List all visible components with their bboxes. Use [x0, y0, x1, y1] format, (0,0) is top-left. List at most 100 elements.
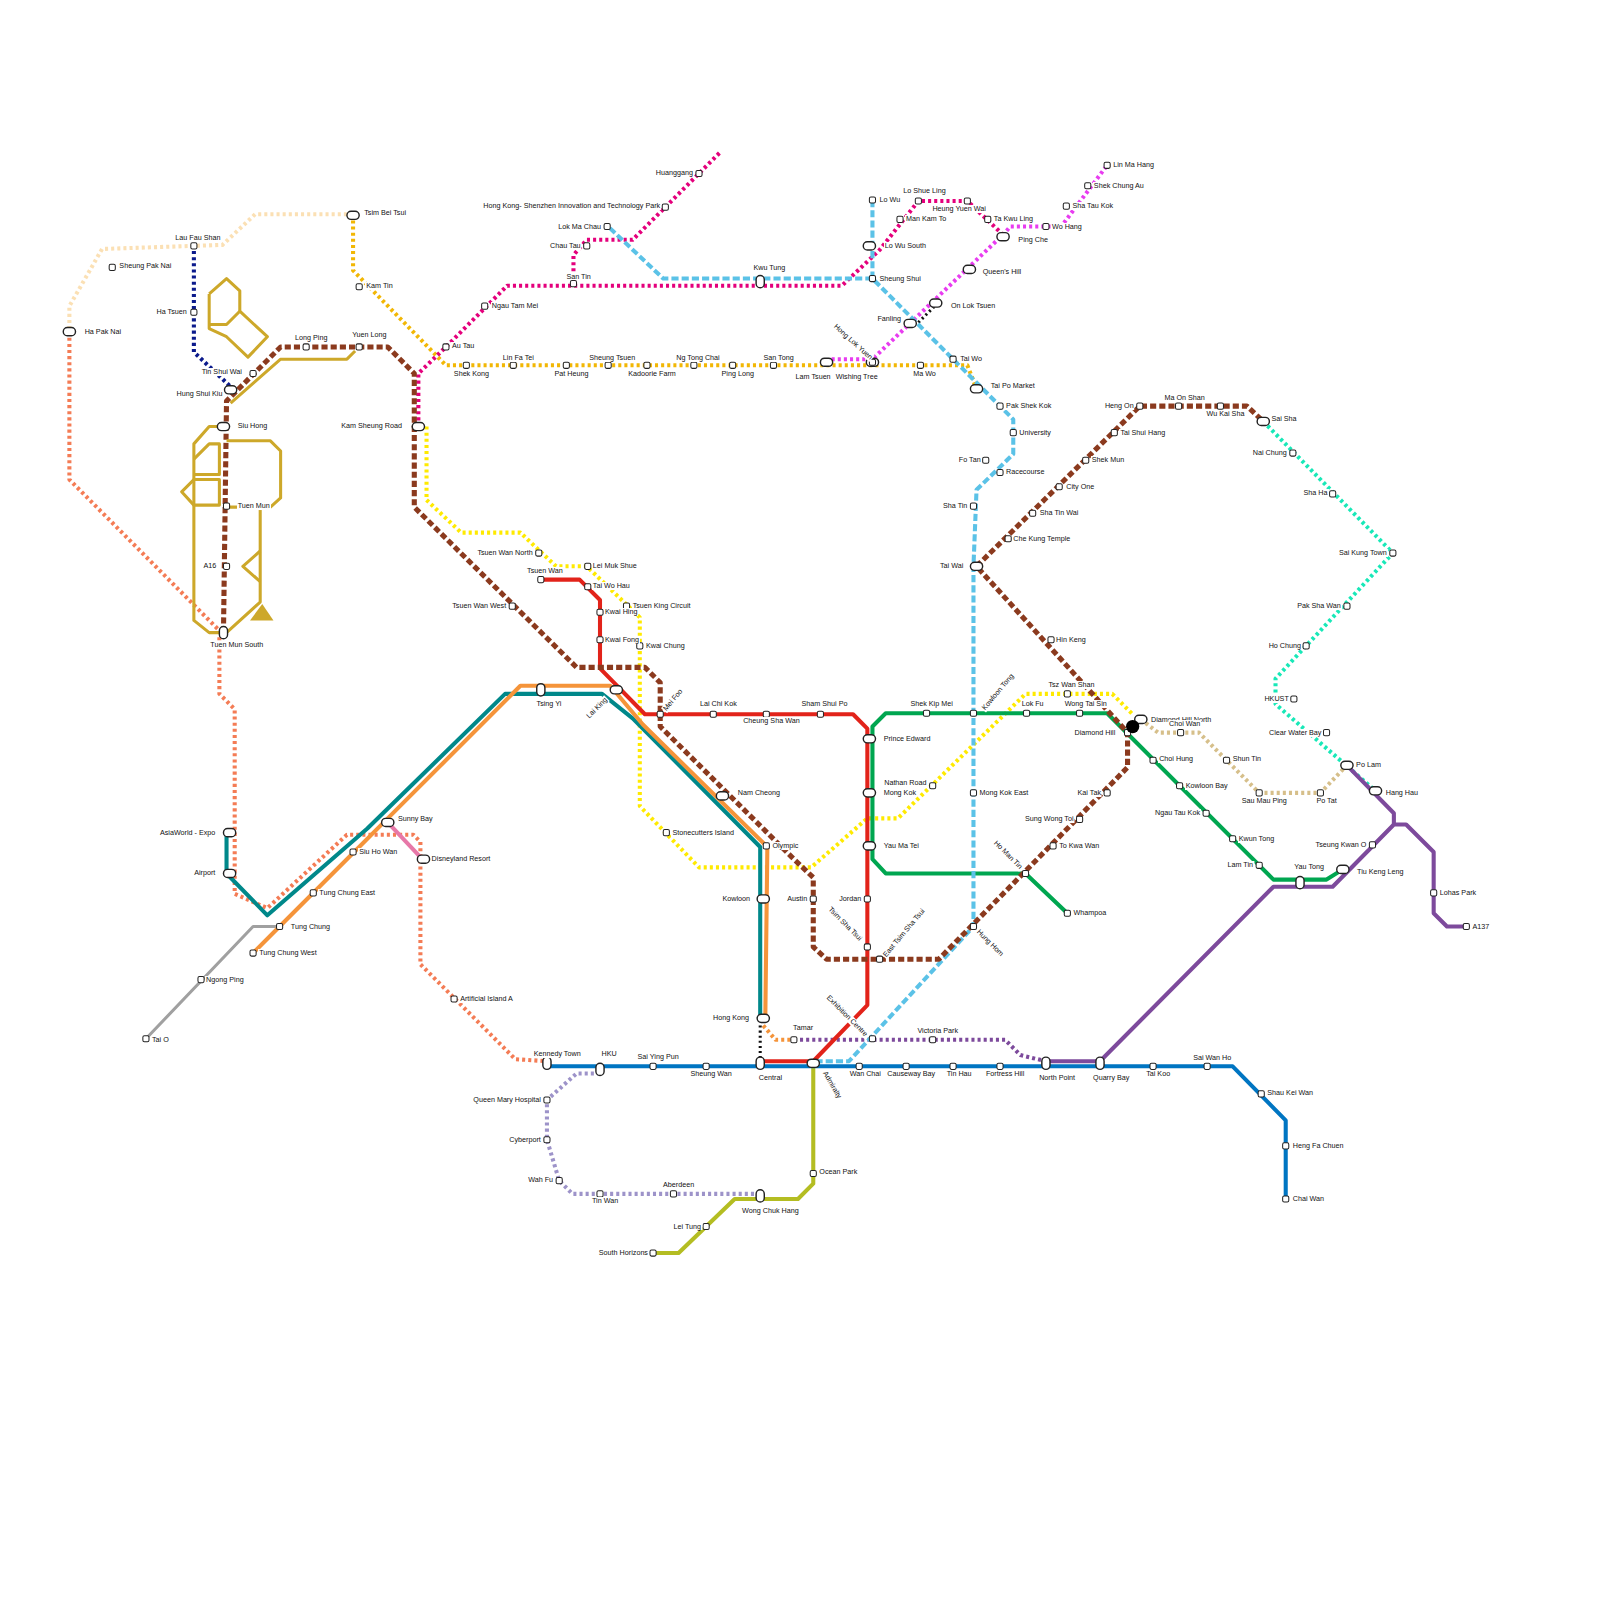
station-name: Ha Pak Nai — [84, 328, 122, 336]
station-name: Kowloon Bay — [1185, 782, 1229, 790]
station-name: Shek Kip Mei — [909, 700, 953, 708]
station-name: Olympic — [771, 842, 799, 850]
station-marker — [983, 457, 989, 463]
station-name: Lam Tsuen — [795, 373, 832, 381]
station-marker — [1390, 550, 1396, 556]
station-name: Tuen Mun — [237, 502, 271, 510]
station-marker — [970, 710, 976, 716]
station-name: Po Tat — [1315, 797, 1337, 805]
station-marker — [350, 849, 356, 855]
station-marker — [563, 362, 569, 368]
station-marker — [544, 1137, 550, 1143]
metro-line — [541, 580, 868, 1062]
station-name: Kwai Chung — [645, 642, 686, 650]
station-marker — [756, 276, 764, 288]
station-name: Au Tau — [451, 342, 475, 350]
station-marker — [917, 362, 923, 368]
metro-line — [209, 311, 240, 324]
station-name: City One — [1065, 483, 1095, 491]
station-name: Ngau Tau Kok — [1154, 809, 1201, 817]
station-marker — [356, 344, 362, 350]
station-name: Stonecutters Island — [671, 829, 735, 837]
station-name: Nai Chung — [1252, 449, 1288, 457]
station-marker — [1256, 862, 1262, 868]
metro-line — [918, 306, 934, 322]
station-marker — [463, 362, 469, 368]
station-marker — [604, 223, 610, 229]
station-marker — [1258, 1091, 1264, 1097]
station-marker — [417, 855, 429, 863]
metro-line — [227, 694, 761, 1018]
station-marker — [191, 309, 197, 315]
station-name: Hung Shui Kiu — [176, 390, 224, 398]
station-marker — [757, 1014, 769, 1022]
station-marker — [930, 783, 936, 789]
station-marker — [696, 170, 702, 176]
station-marker — [538, 577, 544, 583]
station-marker — [869, 197, 875, 203]
station-marker — [663, 830, 669, 836]
station-marker — [584, 243, 590, 249]
station-name: Sha Tin Wai — [1039, 509, 1079, 517]
station-marker — [1023, 710, 1029, 716]
station-marker — [1050, 843, 1056, 849]
line-group — [69, 153, 1466, 1253]
station-name: Shun Tin — [1232, 755, 1262, 763]
station-name: Quarry Bay — [1092, 1074, 1130, 1082]
station-name: Kai Tak — [1077, 789, 1102, 797]
station-marker — [691, 362, 697, 368]
metro-line — [1141, 719, 1345, 792]
station-marker — [1257, 417, 1269, 425]
station-marker — [703, 1063, 709, 1069]
station-name: Tamar — [792, 1024, 814, 1032]
station-name: Lei Tung — [672, 1223, 702, 1231]
station-name: Shek Kong — [453, 371, 490, 379]
station-name: Artificial Island A — [459, 995, 514, 1003]
station-marker — [657, 711, 663, 717]
station-name: Fanling — [876, 315, 902, 323]
station-name: Kennedy Town — [533, 1050, 582, 1058]
station-marker — [904, 319, 916, 327]
station-marker — [250, 370, 256, 376]
station-marker — [510, 362, 516, 368]
metro-line — [418, 201, 1005, 427]
station-name: San Tong — [762, 354, 794, 362]
station-marker — [347, 211, 359, 219]
station-marker — [1137, 403, 1143, 409]
metro-line — [1263, 421, 1393, 790]
station-name: Wan Chai — [849, 1071, 882, 1079]
station-marker — [1104, 790, 1110, 796]
station-name: Kam Sheung Road — [340, 422, 403, 430]
station-marker — [856, 1063, 862, 1069]
station-marker — [570, 281, 576, 287]
station-name: Kwai Fong — [604, 636, 640, 644]
station-marker — [897, 216, 903, 222]
station-marker — [997, 403, 1003, 409]
station-marker — [1030, 510, 1036, 516]
metro-line — [353, 214, 976, 388]
station-name: Kam Tin — [365, 282, 393, 290]
station-name: Che Kung Temple — [1012, 535, 1071, 543]
metro-line — [209, 279, 267, 358]
station-marker — [544, 1097, 550, 1103]
station-name: Tai Wo Hau — [592, 582, 631, 590]
station-name: Heung Yuen Wai — [931, 205, 987, 213]
interchange-dot — [1126, 720, 1139, 733]
station-marker — [703, 1223, 709, 1229]
station-name: Diamond Hill — [1074, 729, 1117, 737]
station-name: Mong Kok East — [979, 789, 1030, 797]
station-name: Tiu Keng Leng — [1356, 868, 1405, 876]
metro-line — [194, 245, 230, 386]
station-marker — [556, 1178, 562, 1184]
metro-line — [69, 214, 353, 331]
metro-line — [653, 1066, 813, 1253]
station-name: HKUST — [1263, 695, 1289, 703]
station-marker — [930, 1037, 936, 1043]
station-marker — [451, 996, 457, 1002]
metro-line — [69, 332, 547, 1062]
station-marker — [963, 265, 975, 273]
station-name: Aberdeen — [662, 1181, 695, 1189]
station-marker — [224, 386, 236, 394]
station-name: Sung Wong Toi — [1024, 815, 1074, 823]
station-marker — [869, 276, 875, 282]
